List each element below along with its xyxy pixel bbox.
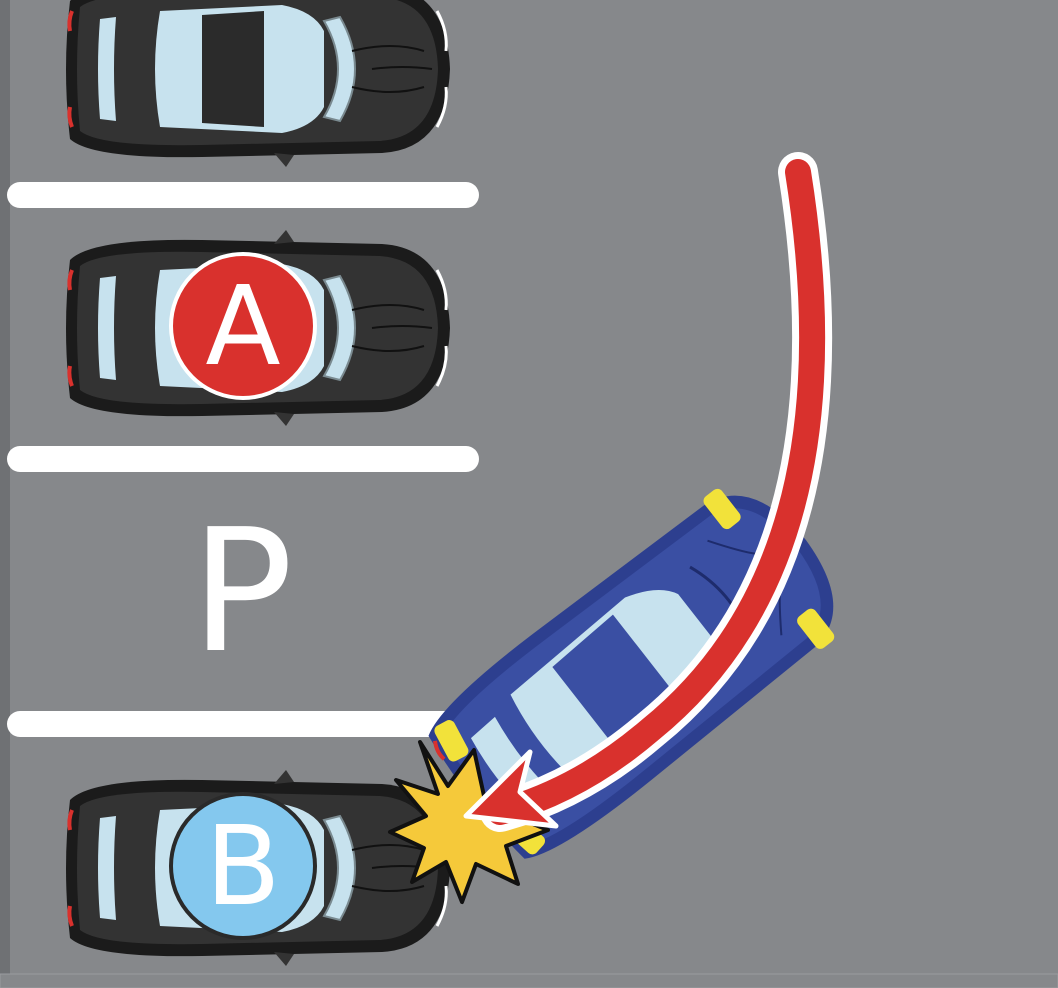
car-a-badge xyxy=(169,252,317,400)
car-a-label: A xyxy=(205,262,280,390)
car-b-label: B xyxy=(205,802,280,930)
bottom-edge xyxy=(0,973,1058,988)
parked-car-top xyxy=(64,0,452,169)
curb-edge xyxy=(0,0,10,988)
motion-arrow-icon xyxy=(463,152,833,832)
car-b-badge xyxy=(169,792,317,940)
parking-sign: P xyxy=(191,493,294,691)
moving-car xyxy=(428,488,835,859)
